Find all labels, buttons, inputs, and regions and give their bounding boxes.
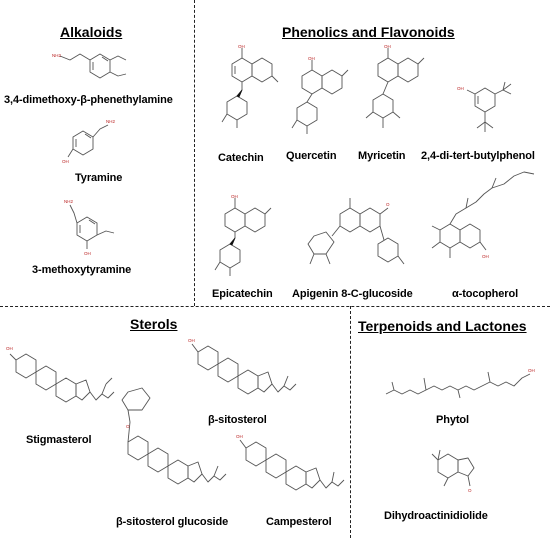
structure-tyramine: NH2 OH <box>62 119 115 164</box>
label-myricetin: Myricetin <box>358 150 406 162</box>
heading-alkaloids: Alkaloids <box>60 24 123 40</box>
structure-apigenin-8-c-glucoside: O <box>307 198 405 265</box>
label-tyramine: Tyramine <box>75 172 123 184</box>
svg-text:OH: OH <box>384 44 391 49</box>
svg-text:OH: OH <box>528 368 535 373</box>
svg-text:OH: OH <box>482 254 489 259</box>
structure-catechin: OH <box>221 44 279 128</box>
structure-3-methoxytyramine: NH2 OH <box>64 199 115 256</box>
divider-vertical-bottom <box>350 306 351 538</box>
structure-stigmasterol: OH <box>6 346 115 403</box>
structure-myricetin: OH <box>365 44 425 128</box>
structure-campesterol: OH <box>236 434 345 491</box>
label-campesterol: Campesterol <box>266 516 332 528</box>
svg-text:OH: OH <box>6 346 13 351</box>
svg-text:O: O <box>386 202 390 207</box>
label-beta-sitosterol: β-sitosterol <box>208 414 267 426</box>
structure-dimethoxyphenethylamine: NH2 <box>52 53 127 79</box>
svg-text:OH: OH <box>231 194 238 199</box>
label-phytol: Phytol <box>436 414 470 426</box>
heading-sterols: Sterols <box>130 316 178 332</box>
divider-vertical-top <box>194 0 195 306</box>
label-nh2: NH2 <box>52 53 61 58</box>
structure-beta-sitosterol-glucoside: O <box>121 387 227 485</box>
label-beta-sitosterol-glucoside: β-sitosterol glucoside <box>116 516 229 528</box>
svg-text:NH2: NH2 <box>106 119 115 124</box>
structure-epicatechin: OH <box>214 194 272 276</box>
svg-text:OH: OH <box>188 338 195 343</box>
label-dimethoxyphenethylamine: 3,4-dimethoxy-β-phenethylamine <box>4 94 173 106</box>
label-quercetin: Quercetin <box>286 150 337 162</box>
label-apigenin-8-c-glucoside: Apigenin 8-C-glucoside <box>292 288 413 300</box>
structure-alpha-tocopherol: OH <box>431 171 535 259</box>
label-epicatechin: Epicatechin <box>212 288 273 300</box>
heading-phenolics-flavonoids: Phenolics and Flavonoids <box>282 24 455 40</box>
divider-horizontal <box>0 306 550 307</box>
svg-text:NH2: NH2 <box>64 199 73 204</box>
svg-text:OH: OH <box>308 56 315 61</box>
svg-text:O: O <box>126 424 130 429</box>
label-dihydroactinidiolide: Dihydroactinidiolide <box>384 510 488 522</box>
svg-text:OH: OH <box>84 251 91 256</box>
label-3-methoxytyramine: 3-methoxytyramine <box>32 264 132 276</box>
svg-text:OH: OH <box>62 159 69 164</box>
svg-text:O: O <box>468 488 472 493</box>
svg-text:OH: OH <box>238 44 245 49</box>
svg-text:OH: OH <box>236 434 243 439</box>
structure-phytol: OH <box>385 368 535 399</box>
label-catechin: Catechin <box>218 152 264 164</box>
svg-text:OH: OH <box>457 86 464 91</box>
structure-di-tert-butylphenol: OH <box>457 81 512 132</box>
label-stigmasterol: Stigmasterol <box>26 434 92 446</box>
structure-dihydroactinidiolide: O <box>431 449 475 493</box>
label-di-tert-butylphenol: 2,4-di-tert-butylphenol <box>421 150 535 162</box>
structure-quercetin: OH <box>291 56 349 134</box>
heading-terpenoids-lactones: Terpenoids and Lactones <box>358 318 527 334</box>
label-alpha-tocopherol: α-tocopherol <box>452 288 519 300</box>
structure-beta-sitosterol: OH <box>188 338 297 395</box>
